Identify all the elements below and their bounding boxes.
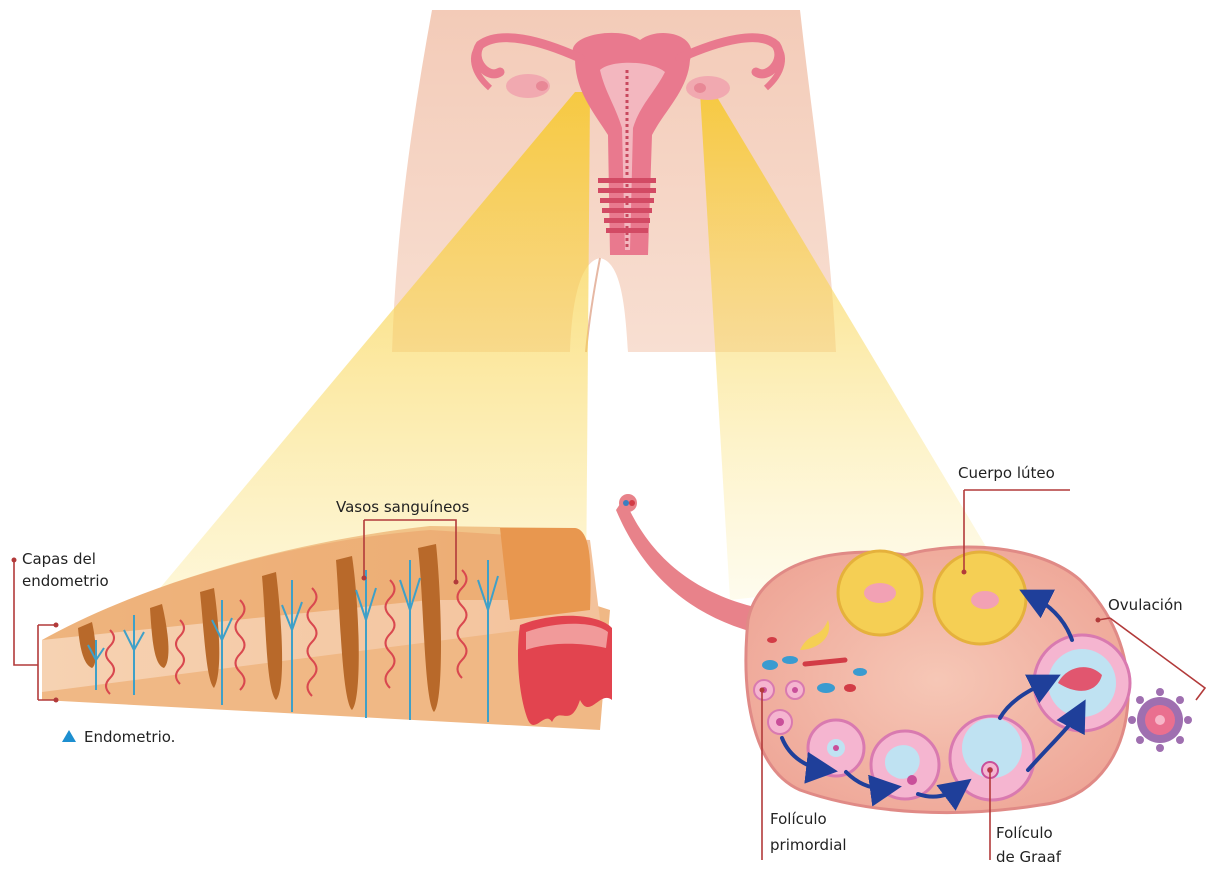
zoom-beam-right <box>700 92 1000 600</box>
label-ovulacion: Ovulación <box>1108 594 1183 616</box>
label-capas-del-endometrio-line2: endometrio <box>22 570 109 592</box>
ovum-illustration <box>1128 688 1192 752</box>
endometrium-block-illustration <box>42 526 612 730</box>
label-foliculo-primordial-line2: primordial <box>770 834 847 856</box>
label-foliculo-de-graaf-line1: Folículo <box>996 822 1053 844</box>
label-capas-del-endometrio-line1: Capas del <box>22 548 96 570</box>
caption-endometrio: Endometrio. <box>84 726 175 748</box>
triangle-marker-icon <box>62 730 76 742</box>
label-cuerpo-luteo: Cuerpo lúteo <box>958 462 1055 484</box>
label-foliculo-primordial-line1: Folículo <box>770 808 827 830</box>
label-vasos-sanguineos: Vasos sanguíneos <box>336 496 469 518</box>
label-foliculo-de-graaf-line2: de Graaf <box>996 846 1061 868</box>
